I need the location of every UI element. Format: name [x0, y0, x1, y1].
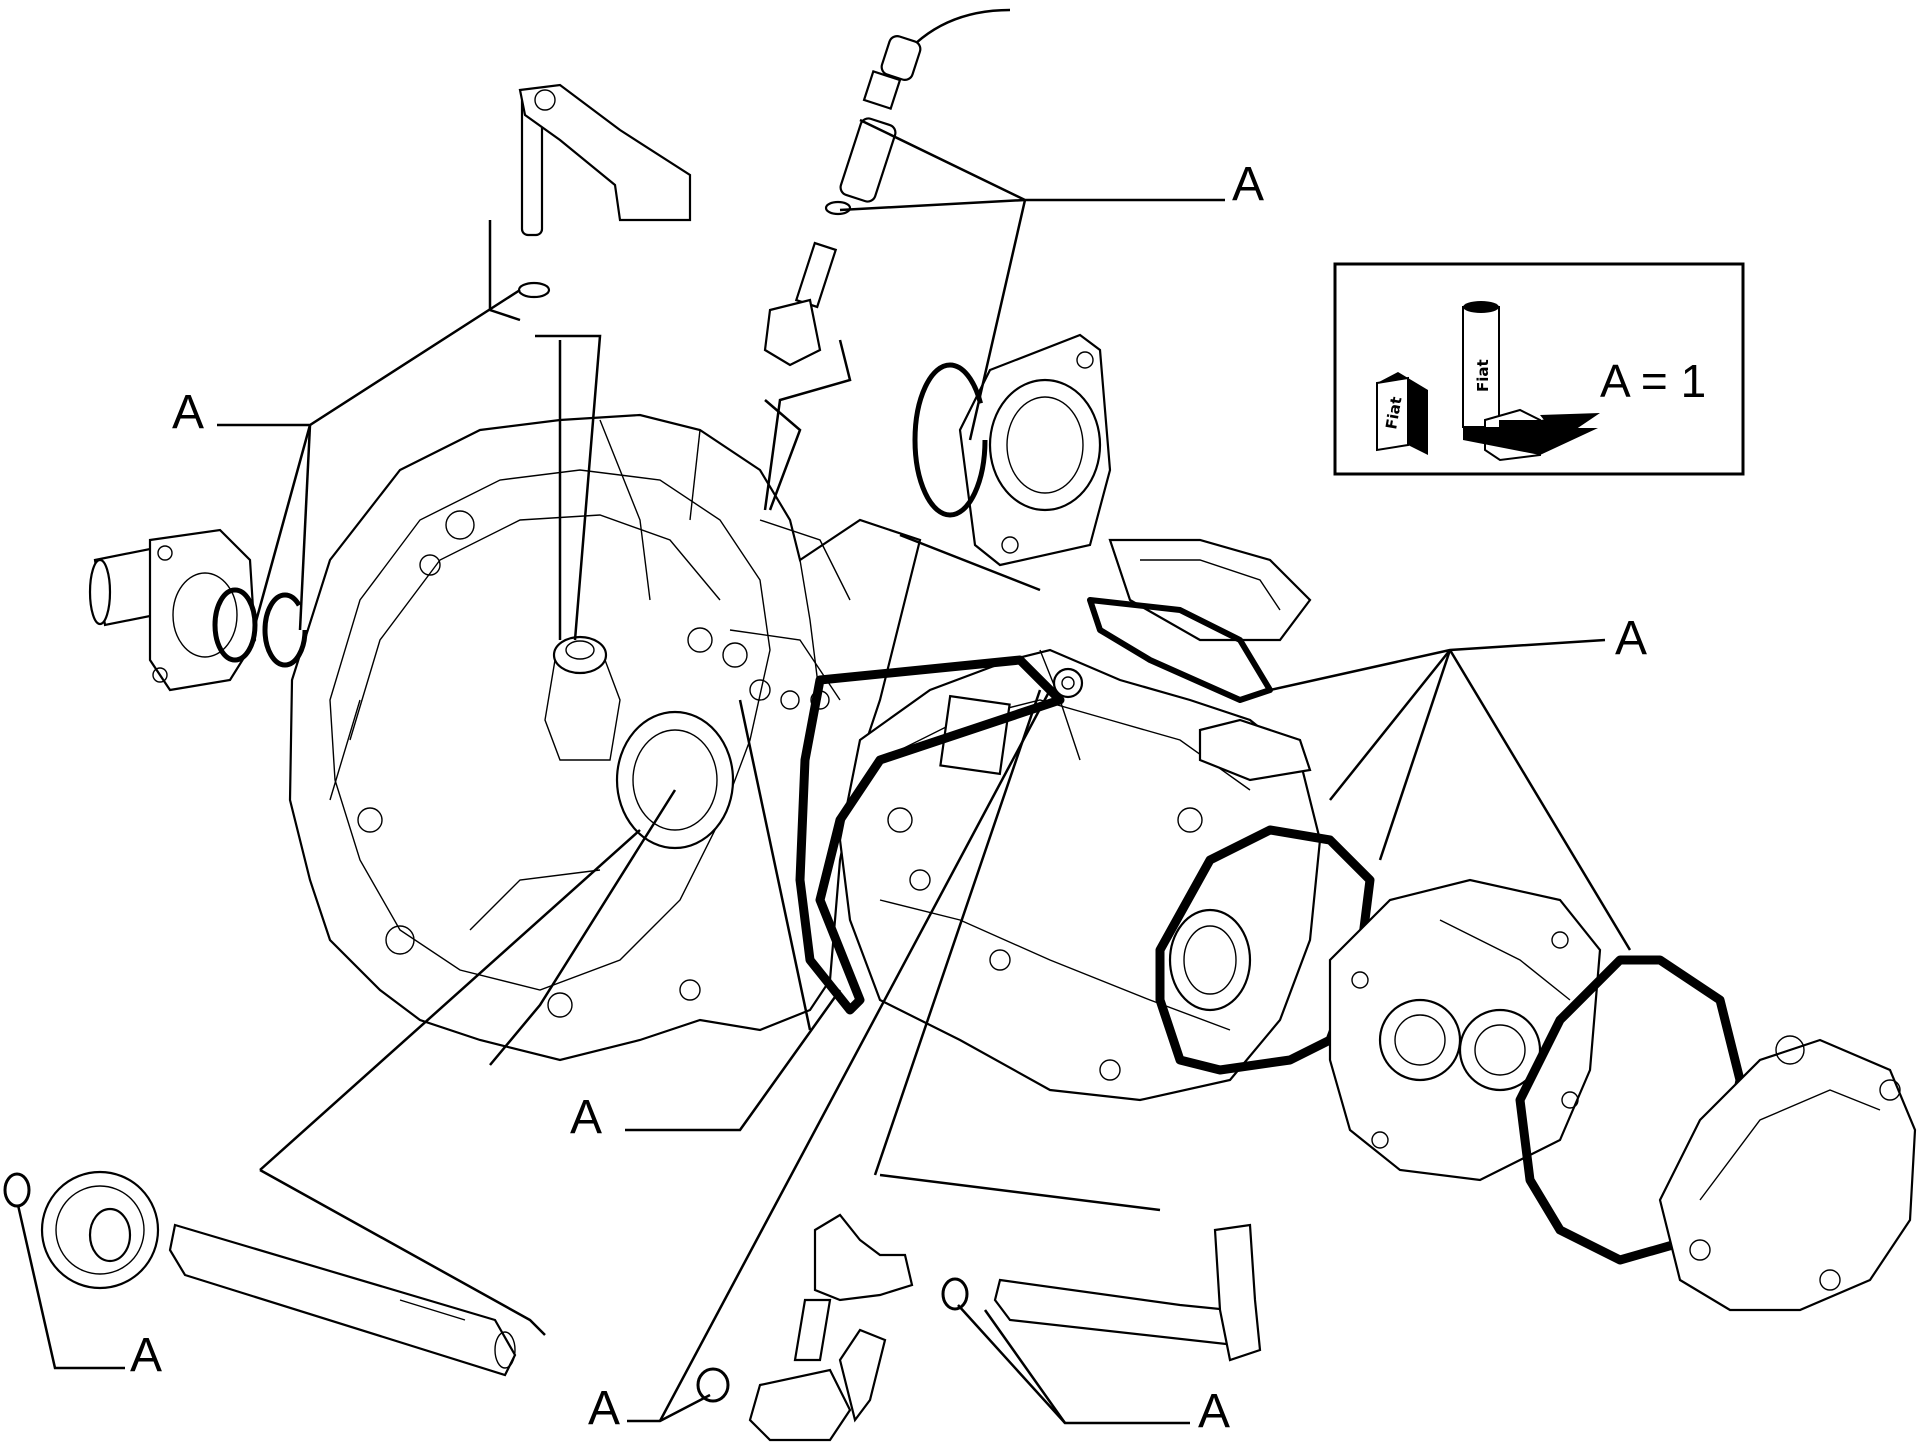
logo-text-2: Fiat: [1474, 359, 1492, 392]
gearbox-housing-rear: [838, 648, 1322, 1102]
shift-lever: [517, 83, 692, 299]
callout-top-right: A: [1232, 158, 1264, 211]
callout-center: A: [570, 1091, 602, 1144]
reverse-shaft: [168, 1223, 517, 1377]
leader-lines: [16, 118, 1632, 1425]
callout-left: A: [172, 386, 204, 439]
rear-end-cover: [1658, 1035, 1917, 1312]
fiat-lubricant-icon: Fiat Fiat Fiat: [1376, 301, 1600, 462]
speedometer-flange: [958, 333, 1112, 567]
callout-bottom: A: [588, 1382, 620, 1435]
reverse-gear: [40, 1170, 160, 1290]
logo-text-1: Fiat: [1382, 395, 1405, 430]
callout-labels: A A A A A A A: [130, 158, 1647, 1438]
speedometer-drive: [763, 8, 1011, 367]
legend-box: Fiat Fiat Fiat A = 1: [1333, 262, 1745, 476]
o-ring-input-2: [262, 592, 308, 668]
selector-levers: [696, 1213, 1262, 1442]
input-shaft-guide: [88, 528, 257, 692]
callout-bottom-right: A: [1198, 1385, 1230, 1438]
housing-gasket: [795, 655, 1065, 1015]
gear-o-ring: [3, 1172, 31, 1208]
rear-intermediate-plate: [1328, 878, 1602, 1182]
callout-lower-left: A: [130, 1329, 162, 1382]
flange-seal: [912, 362, 988, 518]
gearbox-housing-front: [288, 413, 922, 1062]
logo-text-3: Fiat: [1498, 432, 1531, 450]
legend-equation: A = 1: [1600, 355, 1706, 407]
upper-cover-plates: [1087, 538, 1312, 782]
callout-right: A: [1615, 612, 1647, 665]
